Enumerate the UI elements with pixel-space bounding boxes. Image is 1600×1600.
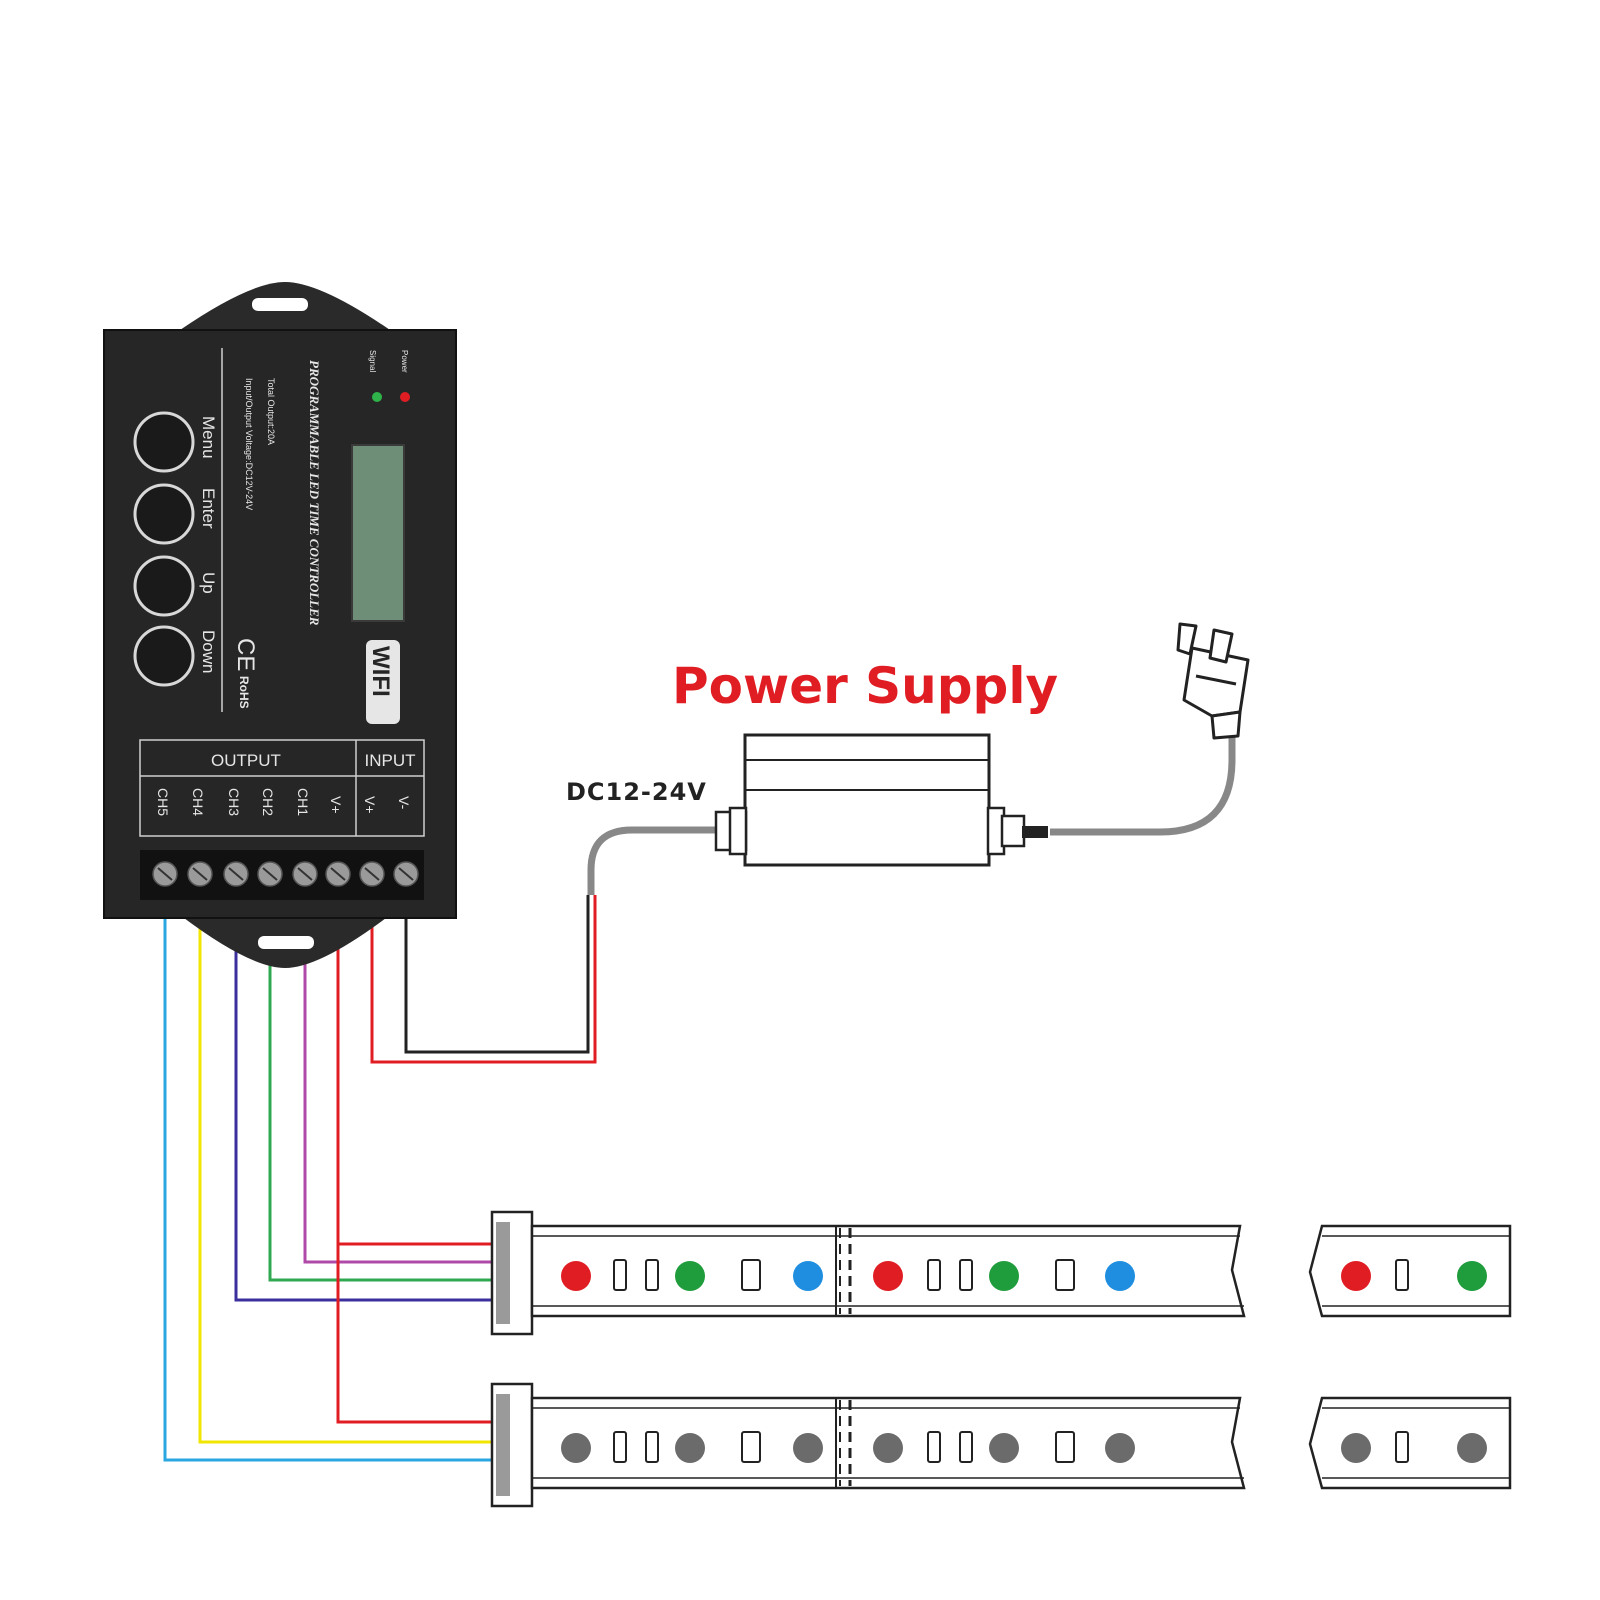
strip2-resistors [613, 1431, 1075, 1463]
wire-input-vminus [404, 895, 590, 1054]
led-label-signal: Signal [368, 350, 377, 372]
led-red [561, 1261, 591, 1291]
button-label-menu: Menu [199, 416, 218, 459]
ac-plug-icon [1176, 622, 1250, 740]
wire-input-vplus [370, 895, 597, 1064]
ce-mark: CE [232, 638, 259, 671]
led-strip-white [490, 1382, 1512, 1508]
wire-ch3 [234, 898, 495, 1302]
dc-cable [587, 826, 720, 895]
power-supply-body [743, 733, 991, 867]
terminal-label-vplus-out: V+ [328, 796, 344, 814]
wire-ch1 [303, 898, 495, 1264]
led-red [1341, 1261, 1371, 1291]
top-slot [252, 298, 308, 311]
led-white [1457, 1433, 1487, 1463]
led-blue [793, 1261, 823, 1291]
button-labels: Menu Enter Up Down [199, 416, 218, 673]
led-white [561, 1433, 591, 1463]
wifi-label: WIFI [367, 646, 394, 697]
controller: Menu Enter Up Down Input/Output Voltage:… [103, 282, 457, 968]
dc-voltage-label: DC12-24V [566, 778, 707, 806]
up-button[interactable] [133, 555, 195, 617]
output-label: OUTPUT [211, 751, 281, 770]
strip1-end-piece [1308, 1224, 1512, 1318]
wire-ch5 [163, 898, 495, 1462]
button-label-enter: Enter [199, 488, 218, 529]
terminal-label-ch3: CH3 [226, 788, 242, 816]
wire-vplus-strip2 [336, 1244, 495, 1424]
ac-cable [1050, 715, 1236, 836]
led-red [873, 1261, 903, 1291]
enter-button[interactable] [133, 483, 195, 545]
strip2-leds [561, 1433, 1135, 1463]
input-label: INPUT [365, 751, 416, 770]
wire-ch2 [268, 898, 495, 1282]
led-label-power: Power [400, 350, 409, 373]
controller-buttons [133, 411, 195, 687]
terminal-block [140, 850, 424, 900]
spec-line-1: Total Output:20A [266, 378, 276, 445]
power-supply-title: Power Supply [672, 657, 1058, 715]
terminal-label-ch5: CH5 [155, 788, 171, 816]
strip1-resistors [613, 1259, 1075, 1291]
terminal-label-vplus-in: V+ [362, 796, 378, 814]
bottom-slot [258, 936, 314, 949]
wire-vplus-strip1 [336, 898, 495, 1246]
terminal-label-ch4: CH4 [190, 788, 206, 816]
wifi-badge [366, 640, 400, 724]
button-label-down: Down [199, 630, 218, 673]
down-button[interactable] [133, 625, 195, 687]
terminal-label-vminus-in: V- [396, 796, 412, 810]
led-green [1457, 1261, 1487, 1291]
menu-button[interactable] [133, 411, 195, 473]
led-green [675, 1261, 705, 1291]
button-label-up: Up [199, 572, 218, 594]
wires [163, 715, 1236, 1462]
power-supply: Power Supply DC12-24V [566, 657, 1058, 867]
terminal-label-ch1: CH1 [295, 788, 311, 816]
led-white [793, 1433, 823, 1463]
led-white [1105, 1433, 1135, 1463]
power-led [400, 392, 410, 402]
signal-led [372, 392, 382, 402]
terminal-label-panel: OUTPUT INPUT CH5 CH4 CH3 CH2 CH1 V+ V+ V… [139, 739, 425, 837]
led-green [989, 1261, 1019, 1291]
strip1-leds [561, 1261, 1135, 1291]
led-blue [1105, 1261, 1135, 1291]
led-white [1341, 1433, 1371, 1463]
terminal-label-ch2: CH2 [260, 788, 276, 816]
led-white [989, 1433, 1019, 1463]
wire-ch4 [198, 898, 495, 1444]
rohs-mark: RoHS [237, 676, 251, 709]
led-white [873, 1433, 903, 1463]
led-white [675, 1433, 705, 1463]
product-name: PROGRAMMABLE LED TIME CONTROLLER [307, 360, 322, 626]
lcd-screen [351, 444, 405, 622]
spec-line-2: Input/Output Voltage:DC12V-24V [244, 378, 254, 510]
led-strip-rgb [490, 1210, 1512, 1336]
strip2-end-piece [1308, 1396, 1512, 1490]
